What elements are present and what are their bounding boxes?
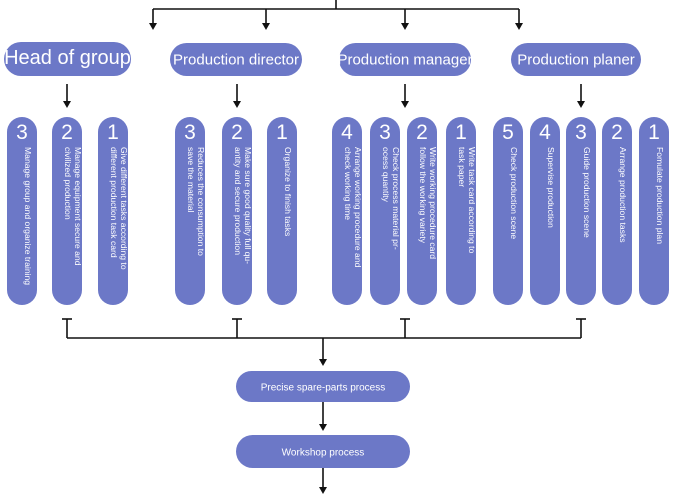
arrow-to-process-1 [319, 338, 327, 366]
task-text: Manage equipment secure and [73, 147, 83, 266]
task-text: Guide production scene [582, 147, 592, 238]
top-arrow-2 [262, 9, 270, 30]
task-text: check working time [343, 147, 353, 220]
task-number: 2 [61, 121, 73, 144]
task-text: ocess quantity [381, 147, 391, 203]
role-label: Production director [173, 52, 299, 69]
top-arrow-3 [401, 9, 409, 30]
connector-lines [62, 0, 586, 494]
role-label: Head of group [4, 47, 131, 69]
process-label: Precise spare-parts process [261, 383, 386, 394]
role-arrow-4 [577, 84, 585, 108]
task-text: Manage group and organize training [23, 147, 33, 285]
task-number: 2 [231, 121, 243, 144]
role-label: Production planer [517, 52, 635, 69]
task-number: 3 [379, 121, 391, 144]
role-arrow-3 [401, 84, 409, 108]
bottom-tick-1 [62, 318, 72, 338]
arrow-to-process-2 [319, 402, 327, 431]
arrow-out [319, 468, 327, 494]
task-text: Write working procedure card [428, 147, 438, 259]
task-text: Reduces the consumption to [196, 147, 206, 256]
bottom-tick-4 [576, 318, 586, 338]
task-number: 4 [341, 121, 353, 144]
task-text: Supervise production [546, 147, 556, 228]
task-text: antity and secure production [233, 147, 243, 255]
task-number: 4 [539, 121, 551, 144]
bottom-tick-2 [232, 318, 242, 338]
bottom-tick-3 [400, 318, 410, 338]
task-text: task paper [457, 147, 467, 187]
task-number: 1 [648, 121, 660, 144]
task-number: 1 [107, 121, 119, 144]
process-label: Workshop process [282, 448, 365, 459]
task-number: 2 [611, 121, 623, 144]
task-number: 3 [184, 121, 196, 144]
role-box-2: Production director [170, 43, 302, 76]
task-text: Fomulate production plan [655, 147, 665, 244]
task-number: 1 [276, 121, 288, 144]
task-text: Make sure good quality full qu- [243, 147, 253, 264]
role-box-3: Production manager [337, 43, 473, 76]
task-number: 1 [455, 121, 467, 144]
top-arrow-4 [515, 9, 523, 30]
task-text: Check process material pr- [391, 147, 401, 250]
process-box-2: Workshop process [236, 435, 410, 468]
task-text: different production task card [109, 147, 119, 258]
task-number: 2 [416, 121, 428, 144]
role-box-4: Production planer [511, 43, 641, 76]
task-number: 5 [502, 121, 514, 144]
role-box-1: Head of group [4, 42, 131, 76]
role-boxes: Head of group Production director Producti… [4, 42, 641, 76]
task-text: Arrange working procedure and [353, 147, 363, 268]
task-number: 3 [16, 121, 28, 144]
task-text: Arrange production tasks [618, 147, 628, 243]
task-text: save the material [186, 147, 196, 213]
task-text: Check production scene [509, 147, 519, 239]
process-box-1: Precise spare-parts process [236, 371, 410, 402]
task-text: Write task card according to [467, 147, 477, 254]
top-arrow-1 [149, 9, 157, 30]
task-text: civilized production [63, 147, 73, 220]
task-text: follow the working variety [418, 147, 428, 244]
task-text: Give different tasks according to [119, 147, 129, 270]
task-number: 3 [575, 121, 587, 144]
role-arrow-2 [233, 84, 241, 108]
role-label: Production manager [337, 52, 472, 69]
role-arrow-1 [63, 84, 71, 108]
task-text: Organize to finish tasks [283, 147, 293, 236]
